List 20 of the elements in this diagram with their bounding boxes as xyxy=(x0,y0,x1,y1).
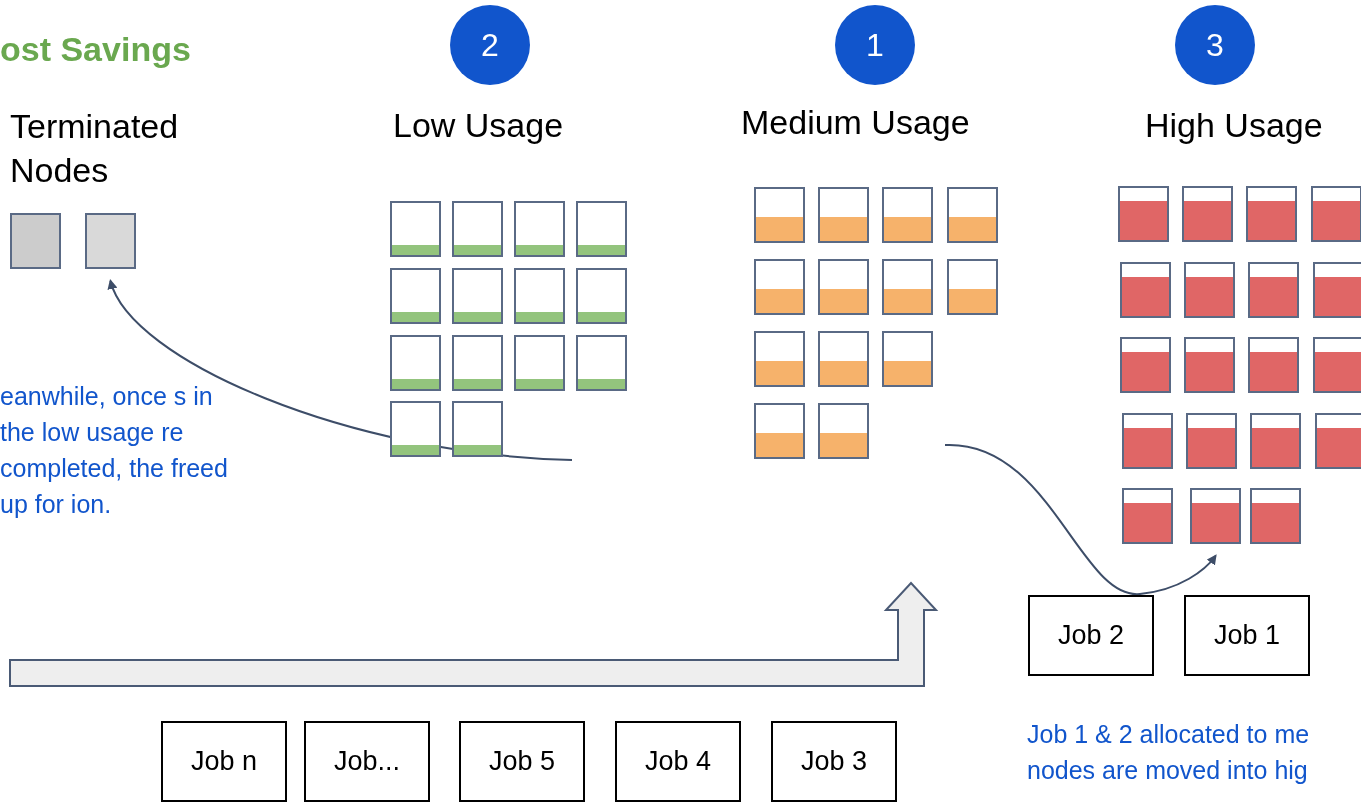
step-number-badge: 2 xyxy=(450,5,530,85)
title: ost Savings xyxy=(0,30,191,69)
arrow xyxy=(944,444,1217,595)
note-text: Job 1 & 2 allocated to me nodes are moved into hig xyxy=(1027,719,1311,786)
note-text: eanwhile, once s in the low usage re completed, the freed up for ion. xyxy=(0,381,229,520)
group-heading: Medium Usage xyxy=(741,103,970,142)
job-card: Job 3 xyxy=(771,721,897,802)
job-card: Job 1 xyxy=(1184,595,1310,676)
group-heading: High Usage xyxy=(1145,106,1323,145)
job-card: Job 5 xyxy=(459,721,585,802)
group-heading: Low Usage xyxy=(393,106,564,145)
step-number-badge: 1 xyxy=(835,5,915,85)
job-card: Job 2 xyxy=(1028,595,1154,676)
group-heading: Terminated Nodes xyxy=(10,106,180,191)
step-number-badge: 3 xyxy=(1175,5,1255,85)
terminated-server-icon xyxy=(85,213,136,269)
job-card: Job 4 xyxy=(615,721,741,802)
job-card: Job n xyxy=(161,721,287,802)
usage-meter-icon xyxy=(1190,488,1241,544)
job-card: Job... xyxy=(304,721,430,802)
